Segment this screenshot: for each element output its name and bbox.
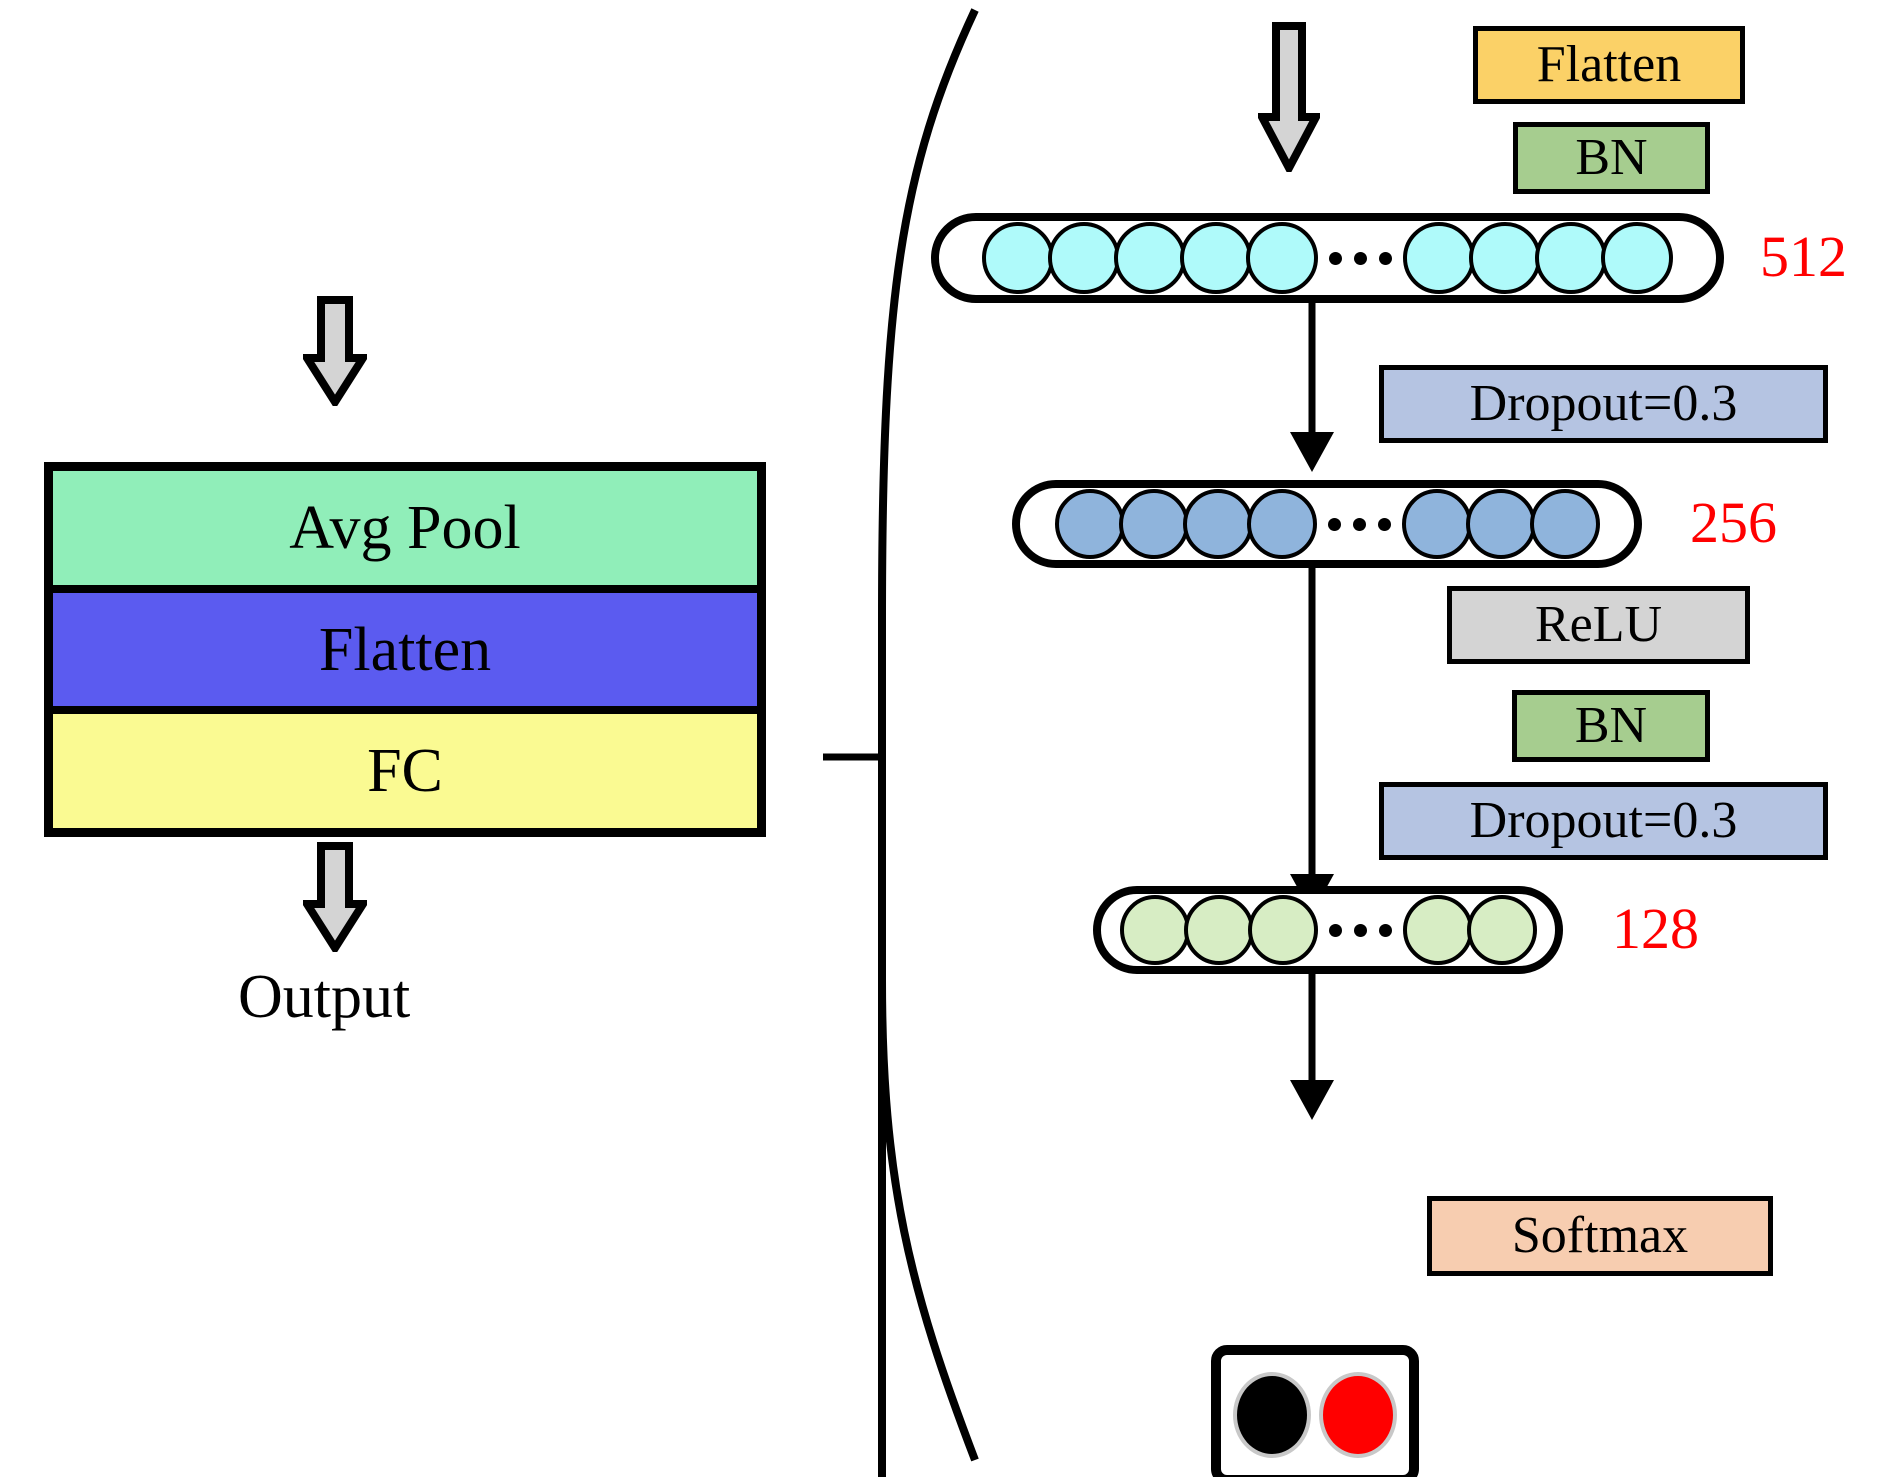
count-label-256: 256 [1690,490,1777,555]
output-label: Output [238,963,411,1031]
head-row-flatten[interactable]: Flatten [53,592,757,715]
tag-relu[interactable]: ReLU [1447,586,1750,664]
node-circle [1048,222,1120,294]
layer-dense-256[interactable] [1012,480,1642,568]
node-circle [1466,895,1537,965]
node-circle [1119,895,1190,965]
node-circle [1054,489,1125,559]
node-circle [1246,222,1318,294]
node-circle [1114,222,1186,294]
tag-softmax-label: Softmax [1511,1207,1689,1264]
node-circle [1401,489,1472,559]
pipeline-input-arrow-icon [1255,22,1323,177]
node-circle [1183,895,1254,965]
node-circle [1469,222,1541,294]
tag-flatten[interactable]: Flatten [1473,26,1745,104]
node-circle [1180,222,1252,294]
output-arrow-icon [299,842,371,956]
tag-relu-label: ReLU [1534,596,1663,653]
node-circle [1182,489,1253,559]
tag-dropout-1-label: Dropout=0.3 [1469,375,1738,432]
class-red-dot-icon [1319,1372,1397,1458]
head-row-avgpool-label: Avg Pool [289,493,521,562]
tag-dropout-1[interactable]: Dropout=0.3 [1379,365,1828,443]
nodes-ellipsis-icon [1315,251,1406,265]
count-label-512: 512 [1760,224,1847,289]
connector-128-output [1290,972,1334,1120]
tag-dropout-2[interactable]: Dropout=0.3 [1379,782,1828,860]
tag-bn-2[interactable]: BN [1512,690,1710,762]
tag-bn-1-label: BN [1575,129,1648,186]
node-circle [1246,489,1317,559]
node-circle [1118,489,1189,559]
nodes-ellipsis-icon [1315,923,1406,937]
grouping-brace [823,8,979,1477]
head-row-avgpool[interactable]: Avg Pool [53,471,757,593]
tag-bn-1[interactable]: BN [1513,122,1710,194]
tag-dropout-2-label: Dropout=0.3 [1469,792,1738,849]
node-circle [1402,895,1473,965]
count-label-128: 128 [1612,896,1699,961]
tag-flatten-label: Flatten [1536,36,1682,93]
node-circle [1465,489,1536,559]
head-row-flatten-label: Flatten [318,615,492,684]
layer-dense-128[interactable] [1093,886,1563,974]
head-block: Avg Pool Flatten FC [44,462,766,837]
node-circle [1247,895,1318,965]
nodes-ellipsis-icon [1314,517,1405,531]
node-circle [1529,489,1600,559]
node-circle [982,222,1054,294]
node-circle [1601,222,1673,294]
head-row-fc[interactable]: FC [53,714,757,829]
head-row-fc-label: FC [367,737,443,806]
connector-256-128 [1290,566,1334,914]
layer-dense-512[interactable] [931,213,1724,303]
input-arrow-icon [299,296,371,410]
node-circle [1535,222,1607,294]
class-black-dot-icon [1233,1372,1311,1458]
output-class-node[interactable] [1211,1345,1419,1477]
tag-softmax[interactable]: Softmax [1427,1196,1773,1276]
node-circle [1403,222,1475,294]
tag-bn-2-label: BN [1574,697,1648,754]
connector-512-256 [1290,300,1334,472]
